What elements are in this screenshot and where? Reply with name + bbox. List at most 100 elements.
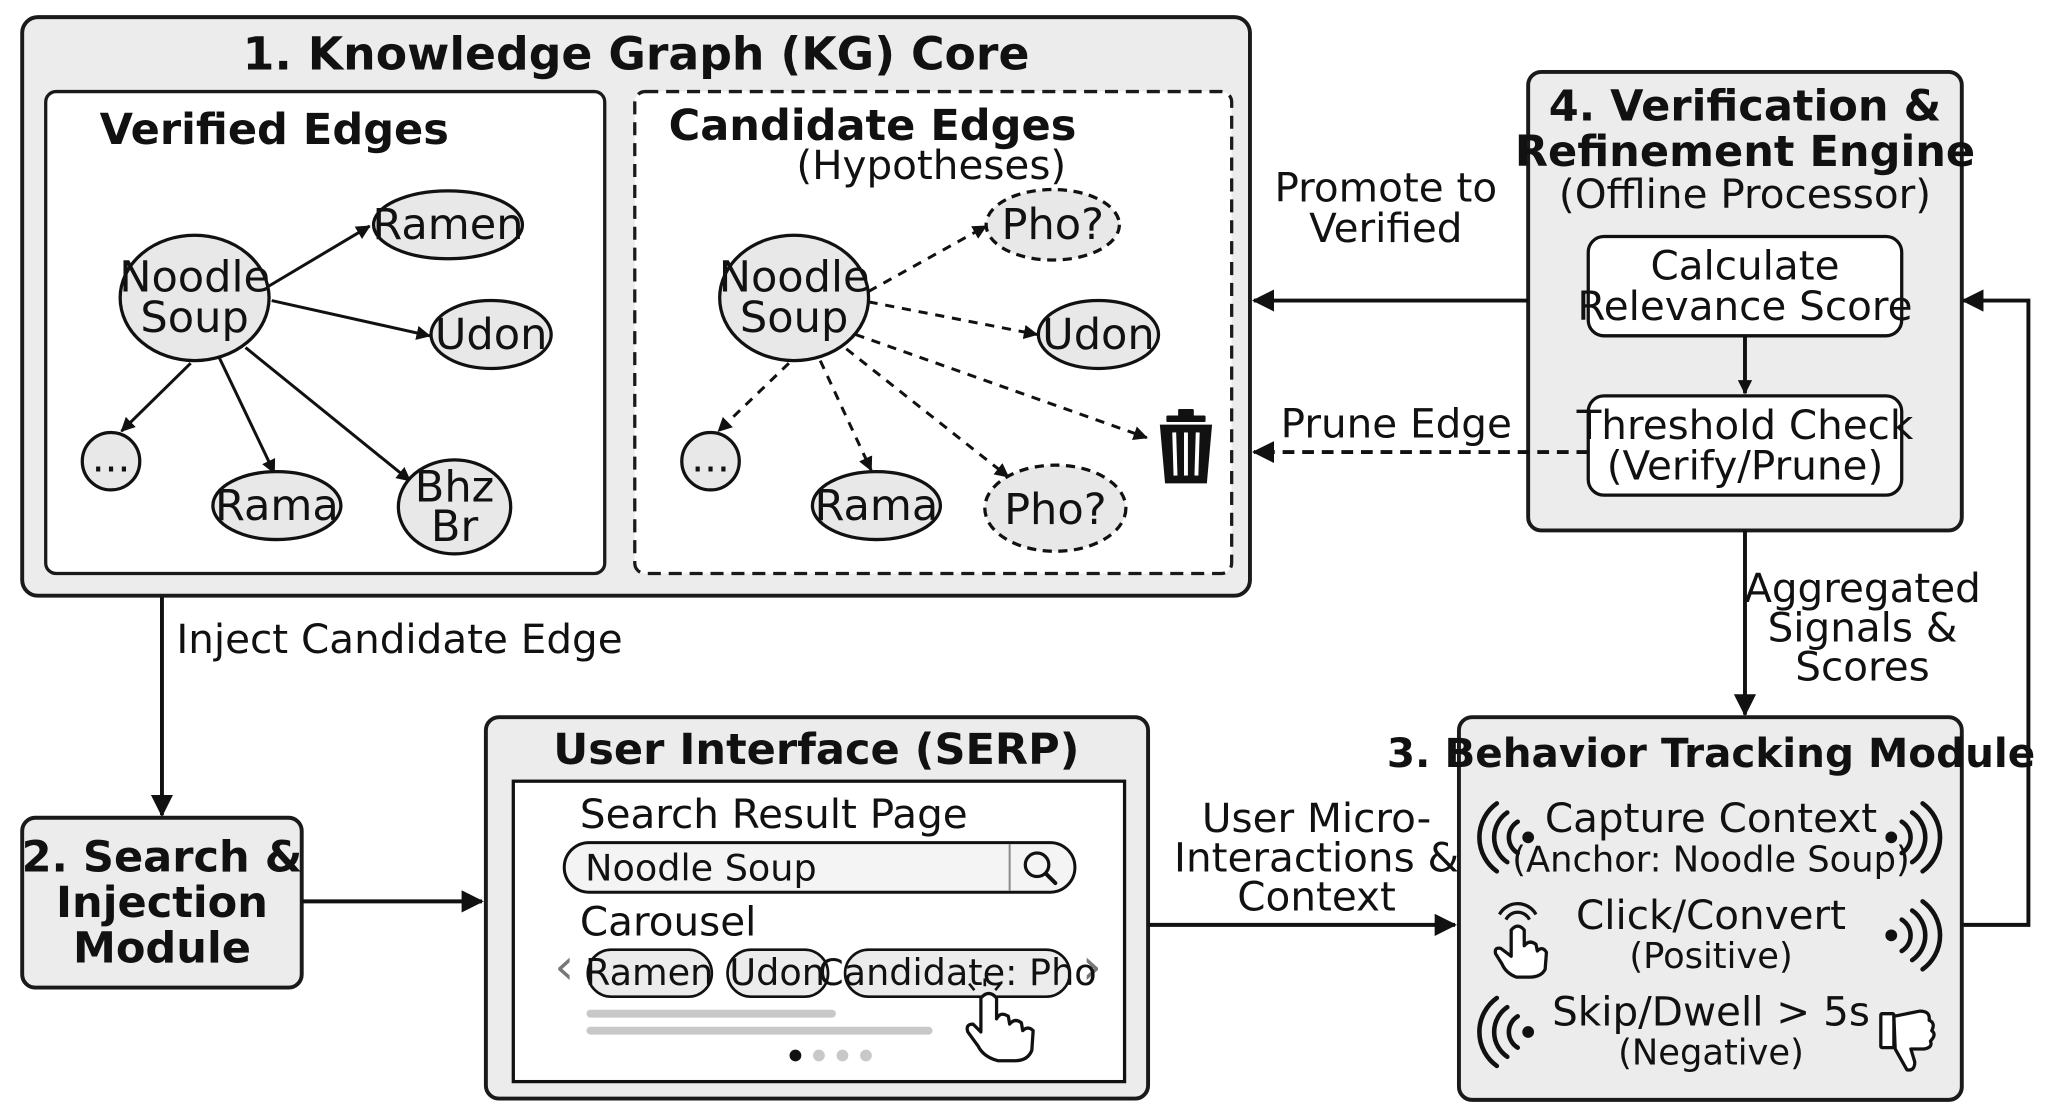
trash-icon	[1159, 408, 1213, 484]
threshold-check-line2: (Verify/Prune)	[1607, 441, 1884, 489]
candidate-node-pho-top: Pho?	[984, 187, 1121, 262]
verified-node-more-label: ...	[92, 434, 131, 482]
carousel-pill-candidate-label: Candidate: Pho	[818, 951, 1096, 994]
signal-waves-left-icon	[1477, 801, 1535, 874]
threshold-check-step: Threshold Check (Verify/Prune)	[1576, 394, 1914, 497]
candidate-edge	[868, 300, 1039, 340]
candidate-edges-subtitle: (Hypotheses)	[796, 141, 1066, 189]
verified-node-bhz-line1: Bhz	[415, 463, 495, 513]
capture-context-line2: (Anchor: Noodle Soup)	[1512, 839, 1909, 880]
verified-hub-line1: Noodle	[119, 252, 270, 302]
carousel-pill-udon[interactable]: Udon	[726, 948, 830, 999]
candidate-edges-box: Candidate Edges (Hypotheses) Noodle Soup…	[633, 89, 1234, 576]
search-injection-panel: 2. Search & Injection Module	[20, 815, 304, 990]
signal-waves-skip-icon	[1477, 995, 1535, 1069]
candidate-node-rama: Rama	[810, 470, 943, 542]
threshold-check-line1: Threshold Check	[1576, 401, 1914, 449]
calculate-relevance-line2: Relevance Score	[1577, 282, 1912, 330]
verified-node-more: ...	[80, 430, 142, 492]
verification-title-line1: 4. Verification &	[1549, 81, 1941, 131]
search-input[interactable]: Noodle Soup	[585, 846, 817, 889]
click-convert-line1: Click/Convert	[1576, 891, 1846, 939]
verified-node-rama: Rama	[211, 470, 343, 542]
candidate-edge	[818, 359, 873, 472]
verified-node-rama-label: Rama	[215, 481, 339, 531]
candidate-node-udon-label: Udon	[1042, 310, 1155, 360]
promote-label-line2: Verified	[1309, 204, 1462, 252]
tap-hand-icon	[1493, 902, 1549, 979]
search-icon[interactable]	[1023, 851, 1058, 886]
verified-node-udon: Udon	[429, 298, 553, 371]
skip-dwell-line1: Skip/Dwell > 5s	[1552, 987, 1870, 1035]
serp-title: User Interface (SERP)	[553, 725, 1079, 775]
candidate-node-more: ...	[680, 430, 741, 492]
carousel-pill-udon-label: Udon	[729, 951, 825, 994]
aggregated-label-line1: Aggregated	[1744, 564, 1981, 612]
search-bar[interactable]: Noodle Soup	[562, 841, 1077, 894]
verified-edge	[244, 346, 412, 482]
kg-core-panel: 1. Knowledge Graph (KG) Core Verified Ed…	[20, 15, 1252, 598]
candidate-node-more-label: ...	[691, 434, 730, 482]
carousel-label: Carousel	[580, 897, 756, 945]
calculate-relevance-line1: Calculate	[1650, 242, 1839, 290]
search-module-title-line1: 2. Search &	[22, 832, 303, 882]
thumbs-down-icon	[1879, 1009, 1936, 1072]
carousel-pill-ramen[interactable]: Ramen	[585, 948, 713, 999]
aggregated-label-line3: Scores	[1795, 643, 1929, 691]
kg-core-title: 1. Knowledge Graph (KG) Core	[243, 27, 1030, 80]
candidate-node-pho-bottom: Pho?	[983, 463, 1128, 553]
candidate-hub-line1: Noodle	[719, 252, 870, 302]
behavior-tracking-panel: 3. Behavior Tracking Module Capture Cont…	[1387, 715, 2035, 1102]
serp-panel: User Interface (SERP) Search Result Page…	[483, 715, 1151, 1101]
feedback-arrow	[1961, 289, 2031, 927]
verified-edge	[218, 357, 276, 475]
verification-subtitle: (Offline Processor)	[1559, 170, 1931, 218]
pointer-hand-icon	[965, 978, 1035, 1063]
signal-waves-click-icon	[1885, 899, 1943, 972]
candidate-node-pho-bottom-label: Pho?	[1004, 485, 1107, 535]
carousel-next-arrow[interactable]: ›	[1082, 938, 1102, 996]
micro-label-line2: Interactions &	[1174, 833, 1459, 881]
search-result-page-label: Search Result Page	[580, 790, 968, 838]
behavior-title: 3. Behavior Tracking Module	[1387, 729, 2035, 777]
calculate-relevance-step: Calculate Relevance Score	[1577, 234, 1913, 338]
signal-waves-right-icon	[1885, 801, 1943, 874]
verified-node-ramen: Ramen	[371, 189, 525, 261]
search-module-title-line3: Module	[73, 924, 251, 974]
aggregated-label-line2: Signals &	[1768, 603, 1958, 651]
inject-label: Inject Candidate Edge	[176, 615, 622, 663]
verified-edges-title: Verified Edges	[100, 105, 449, 155]
promote-label-line1: Promote to	[1274, 163, 1497, 211]
verified-node-bhz-line2: Br	[431, 502, 479, 552]
verified-edge	[120, 362, 192, 433]
prune-label: Prune Edge	[1281, 400, 1512, 448]
verified-edges-box: Verified Edges Noodle Soup Ramen Udon	[44, 89, 607, 576]
verified-node-udon-label: Udon	[435, 310, 548, 360]
carousel-pill-ramen-label: Ramen	[585, 951, 713, 994]
candidate-edges-title: Candidate Edges	[669, 101, 1077, 151]
carousel-pill-candidate[interactable]: Candidate: Pho	[818, 948, 1097, 999]
verified-node-ramen-label: Ramen	[372, 200, 523, 250]
click-convert-line2: (Positive)	[1629, 936, 1792, 977]
carousel-prev-arrow[interactable]: ‹	[554, 938, 574, 996]
verified-edge	[265, 224, 371, 289]
candidate-node-rama-label: Rama	[815, 481, 939, 531]
capture-context-line1: Capture Context	[1545, 794, 1877, 842]
skip-dwell-line2: (Negative)	[1618, 1033, 1804, 1074]
candidate-edge	[867, 224, 988, 293]
verified-edge	[271, 299, 431, 340]
candidate-node-pho-top-label: Pho?	[1001, 200, 1104, 250]
carousel-dots	[789, 1049, 872, 1062]
candidate-node-udon: Udon	[1036, 298, 1161, 371]
micro-label-line1: User Micro-	[1202, 794, 1431, 842]
candidate-hub-line2: Soup	[740, 293, 848, 343]
verified-hub-line2: Soup	[140, 293, 248, 343]
candidate-edge	[855, 333, 1148, 441]
verification-engine-panel: 4. Verification & Refinement Engine (Off…	[1515, 70, 1975, 533]
verified-node-bhz: Bhz Br	[396, 458, 513, 556]
micro-label-line3: Context	[1237, 873, 1396, 921]
candidate-hub-node: Noodle Soup	[718, 233, 871, 363]
search-module-title-line2: Injection	[56, 878, 268, 928]
candidate-edge	[845, 347, 1010, 479]
